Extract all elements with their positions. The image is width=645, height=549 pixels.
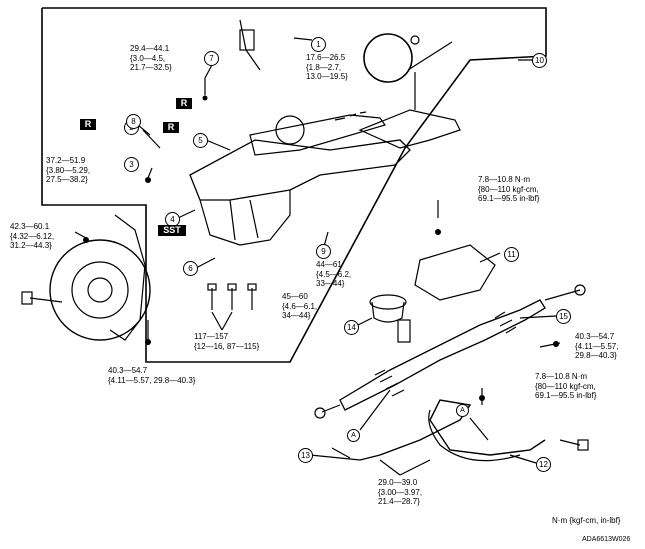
torque-bolts-2: 117—157 {12—16, 87—115} (194, 332, 260, 351)
callout-4: 4 (165, 212, 180, 227)
inset-circle (363, 33, 413, 83)
torque-1: 17.6—26.5 {1.8—2.7, 13.0—19.5} (306, 53, 348, 81)
torque-hub: 42.3—60.1 {4.32—6.12, 31.2—44.3} (10, 222, 55, 250)
upper-steering-gear (249, 114, 386, 156)
callout-1: 1 (311, 37, 326, 52)
sst-tag: SST (158, 225, 186, 236)
callout-11: 11 (504, 247, 519, 262)
crossmember (189, 139, 411, 201)
torque-9: 44—61 {4.5—6.2, 33—44} (316, 260, 352, 288)
torque-7: 29.4—44.1 {3.0—4.5, 21.7—32.5} (130, 44, 172, 72)
lower-arm (358, 109, 461, 149)
callout-7: 7 (204, 51, 219, 66)
torque-pipe: 29.0—39.0 {3.00—3.97, 21.4—28.7} (378, 478, 423, 506)
callout-13: 13 (298, 448, 313, 463)
callout-12: 12 (536, 457, 551, 472)
units-note: N·m {kgf-cm, in-lbf} (552, 516, 621, 525)
knuckle (109, 214, 146, 341)
pressure-pipe (359, 399, 546, 461)
callout-3: 3 (124, 157, 139, 172)
callout-5: 5 (193, 133, 208, 148)
torque-3: 37.2—51.9 {3.80—5.29, 27.5—38.2} (46, 156, 91, 184)
torque-gear-right: 40.3—54.7 {4.11—5.57, 29.8—40.3} (575, 332, 619, 360)
marker-a-right: A (456, 404, 469, 417)
hub-disc (49, 239, 151, 341)
callout-14: 14 (344, 320, 359, 335)
callout-10: 10 (532, 53, 547, 68)
panel-border (41, 7, 547, 363)
marker-a-left: A (347, 429, 360, 442)
mount-14 (369, 294, 407, 310)
replace-tag-2: R (80, 119, 96, 130)
callout-15: 15 (556, 309, 571, 324)
replace-tag-7: R (176, 98, 192, 109)
replace-tag-5: R (163, 122, 179, 133)
torque-gear-top: 7.8—10.8 N·m {80—110 kgf-cm, 69.1—95.5 i… (478, 175, 540, 203)
steering-gear-housing (339, 299, 546, 411)
torque-tie-rod: 40.3—54.7 {4.11—5.57, 29.8—40.3} (108, 366, 196, 385)
torque-bolts: 45—60 {4.6—6.1, 34—44} (282, 292, 318, 320)
bracket-11 (414, 244, 496, 301)
callout-9: 9 (316, 244, 331, 259)
callout-8: 8 (126, 114, 141, 129)
torque-gear-low: 7.8—10.8 N·m {80—110 kgf-cm, 69.1—95.5 i… (535, 372, 597, 400)
callout-6: 6 (183, 261, 198, 276)
figure-code: ADA6613W026 (582, 536, 631, 543)
